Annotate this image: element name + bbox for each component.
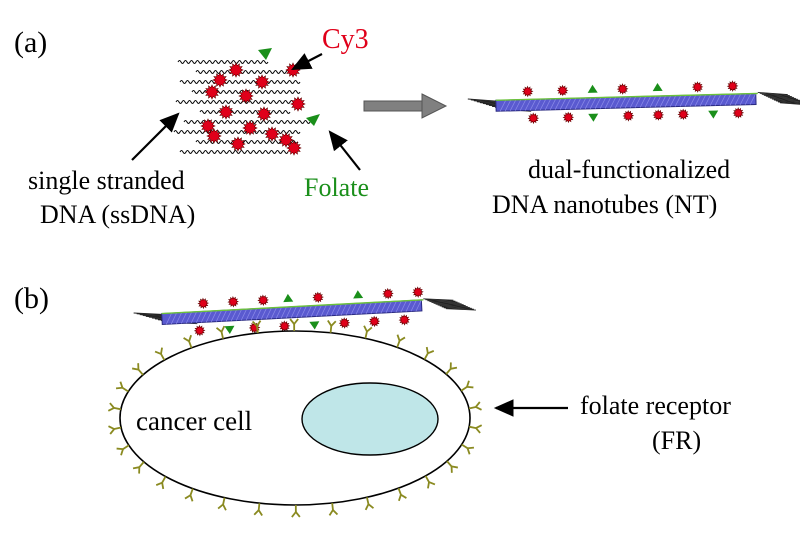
cy3-dot xyxy=(617,84,627,94)
folate-receptor xyxy=(108,426,121,434)
cy3-dot xyxy=(205,85,219,99)
folate-receptor xyxy=(462,444,474,454)
cy3-dot xyxy=(563,112,573,122)
ssdna-strand xyxy=(178,61,268,64)
folate-receptor xyxy=(108,403,121,411)
folate-receptor xyxy=(447,461,458,473)
ssdna-label-line1: single stranded xyxy=(28,166,185,195)
folate-receptor xyxy=(290,319,298,331)
cell-label: cancer cell xyxy=(136,406,252,436)
folate-receptor xyxy=(446,362,457,374)
cy3-dot xyxy=(231,137,245,151)
ssdna-label-line2: DNA (ssDNA) xyxy=(40,200,195,229)
folate-receptor xyxy=(469,402,482,410)
cy3-dot xyxy=(258,295,269,306)
folate-receptor xyxy=(155,348,164,360)
cell-nucleus xyxy=(302,383,438,455)
folate-receptor xyxy=(292,505,300,517)
folate-marker xyxy=(309,321,319,330)
cy3-dot xyxy=(383,288,394,299)
cy3-dot xyxy=(528,113,538,123)
ssdna-strand xyxy=(200,111,290,114)
folate-receptor xyxy=(469,425,482,433)
folate-receptor xyxy=(461,381,473,391)
cy3-dot xyxy=(733,108,743,118)
ssdna-pointer-arrow xyxy=(132,114,178,160)
cy3-dot xyxy=(653,110,663,120)
cy3-dot xyxy=(313,292,324,303)
cy3-dot xyxy=(229,63,243,77)
cy3-dot xyxy=(194,325,205,336)
receptor-label-line2: (FR) xyxy=(652,426,701,455)
nt-label-line1: dual-functionalized xyxy=(528,155,730,184)
cy3-dot xyxy=(255,75,269,89)
folate-marker xyxy=(587,85,597,93)
cy3-dot xyxy=(219,105,233,119)
folate-receptor xyxy=(254,503,262,515)
process-arrow xyxy=(364,94,446,118)
folate-receptor xyxy=(116,382,128,392)
nt-label-line2: DNA nanotubes (NT) xyxy=(492,190,717,219)
folate-receptor xyxy=(156,477,165,489)
folate-receptor xyxy=(217,326,225,339)
panel-b-label: (b) xyxy=(14,282,49,315)
cy3-dot xyxy=(339,318,350,329)
folate-marker xyxy=(708,110,718,118)
folate-label: Folate xyxy=(304,173,369,202)
cy3-dot xyxy=(523,86,533,96)
folate-pointer-arrow xyxy=(330,132,360,170)
ssdna-strand xyxy=(176,101,302,104)
cy3-dot xyxy=(265,127,279,141)
folate-marker xyxy=(652,83,662,91)
folate-receptor xyxy=(328,320,336,332)
receptor-label-line1: folate receptor xyxy=(580,391,731,420)
cy3-dot xyxy=(557,85,567,95)
folate-receptor xyxy=(424,347,433,359)
cy3-dot xyxy=(678,109,688,119)
folate-receptor xyxy=(218,498,226,511)
cy3-dot xyxy=(213,73,227,87)
folate-receptor xyxy=(426,476,435,488)
cy3-pointer-arrow xyxy=(293,54,322,69)
cy3-dot xyxy=(399,315,410,326)
ssdna-strand xyxy=(174,131,300,134)
folate-receptor xyxy=(397,335,405,348)
folate-marker xyxy=(224,326,234,335)
folate-marker xyxy=(306,114,320,126)
folate-marker xyxy=(283,294,293,303)
cy3-dot xyxy=(198,298,209,309)
folate-receptor xyxy=(185,489,193,502)
folate-receptor xyxy=(330,503,338,515)
panel-a-label: (a) xyxy=(14,26,47,59)
cy3-dot xyxy=(291,97,305,111)
cy3-dot xyxy=(727,81,737,91)
cy3-dot xyxy=(286,63,300,77)
cy3-dot xyxy=(369,316,380,327)
cy3-label: Cy3 xyxy=(322,24,369,55)
folate-marker xyxy=(588,114,598,122)
cy3-dot xyxy=(228,297,239,308)
cy3-dot xyxy=(257,107,271,121)
folate-receptor xyxy=(132,363,143,375)
folate-receptor xyxy=(184,335,192,348)
ssdna-strand xyxy=(196,71,292,74)
folate-receptor xyxy=(366,497,374,510)
folate-marker xyxy=(353,290,363,299)
folate-receptor xyxy=(133,462,144,474)
folate-receptor xyxy=(117,445,129,455)
ssdna-strand xyxy=(180,81,300,84)
cy3-dot xyxy=(279,321,290,332)
ssdna-strand xyxy=(180,151,288,154)
folate-receptor xyxy=(399,488,407,501)
cy3-dot xyxy=(623,111,633,121)
folate-marker xyxy=(258,48,272,60)
dna-nanotube xyxy=(468,79,800,125)
cy3-dot xyxy=(692,82,702,92)
cy3-dot xyxy=(413,287,424,298)
folate-receptor xyxy=(364,326,372,339)
